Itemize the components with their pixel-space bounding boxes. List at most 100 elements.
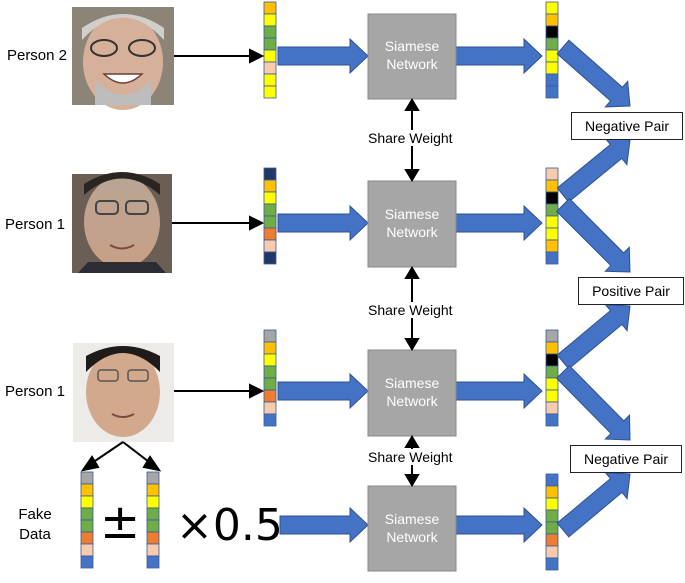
input-vector-1 bbox=[263, 1, 277, 99]
vector-cell bbox=[263, 227, 277, 241]
share-weight-label-3: Share Weight bbox=[368, 449, 453, 465]
vector-cell bbox=[263, 239, 277, 253]
vector-cell bbox=[263, 73, 277, 87]
vector-cell bbox=[263, 341, 277, 355]
to-network-arrow-1 bbox=[277, 37, 369, 75]
pair-arrow-1a bbox=[556, 39, 631, 108]
from-network-arrow-2 bbox=[455, 204, 543, 242]
vector-cell bbox=[263, 329, 277, 343]
vector-cell bbox=[80, 495, 94, 509]
vector-cell bbox=[146, 531, 160, 545]
vector-cell bbox=[545, 73, 559, 87]
vector-cell bbox=[146, 495, 160, 509]
to-network-arrow-2 bbox=[277, 204, 369, 242]
vector-cell bbox=[146, 543, 160, 557]
vector-cell bbox=[263, 37, 277, 51]
fake-vector-left bbox=[80, 471, 94, 569]
vector-cell bbox=[263, 215, 277, 229]
share-weight-connector-3 bbox=[404, 435, 420, 487]
vector-cell bbox=[545, 557, 559, 571]
negative-pair-label-bottom: Negative Pair bbox=[570, 445, 682, 473]
vector-cell bbox=[545, 49, 559, 63]
vector-cell bbox=[545, 401, 559, 415]
pair-arrow-1b bbox=[556, 137, 631, 203]
vector-cell bbox=[545, 329, 559, 343]
pair-arrow-3b bbox=[556, 471, 631, 538]
vector-cell bbox=[80, 471, 94, 485]
vector-cell bbox=[263, 13, 277, 27]
vector-cell bbox=[545, 167, 559, 181]
vector-cell bbox=[263, 191, 277, 205]
vector-cell bbox=[263, 203, 277, 217]
photo-person-1a bbox=[72, 172, 172, 273]
fake-vector-right bbox=[146, 471, 160, 569]
output-vector-4 bbox=[545, 473, 559, 571]
vector-cell bbox=[545, 413, 559, 427]
vector-cell bbox=[545, 203, 559, 217]
vector-cell bbox=[263, 179, 277, 193]
vector-cell bbox=[545, 533, 559, 547]
share-weight-label-1: Share Weight bbox=[368, 130, 453, 146]
vector-cell bbox=[545, 239, 559, 253]
pair-arrow-2b bbox=[556, 303, 631, 370]
pair-arrow-2a bbox=[555, 197, 631, 273]
vector-cell bbox=[545, 179, 559, 193]
photo-person-2 bbox=[72, 7, 174, 110]
vector-cell bbox=[80, 531, 94, 545]
vector-cell bbox=[263, 167, 277, 181]
vector-cell bbox=[146, 555, 160, 569]
vector-cell bbox=[263, 25, 277, 39]
vector-cell bbox=[545, 473, 559, 487]
negative-pair-label-top: Negative Pair bbox=[571, 112, 683, 140]
vector-cell bbox=[146, 519, 160, 533]
vector-cell bbox=[263, 401, 277, 415]
vector-cell bbox=[545, 37, 559, 51]
vector-cell bbox=[263, 353, 277, 367]
output-vector-2 bbox=[545, 167, 559, 265]
vector-cell bbox=[545, 61, 559, 75]
from-network-arrow-1 bbox=[455, 37, 543, 75]
vector-cell bbox=[545, 353, 559, 367]
vector-cell bbox=[545, 545, 559, 559]
vector-cell bbox=[80, 555, 94, 569]
vector-cell bbox=[545, 227, 559, 241]
scale-factor: ×0.5 bbox=[176, 500, 283, 551]
vector-cell bbox=[263, 389, 277, 403]
vector-cell bbox=[146, 471, 160, 485]
input-vector-3 bbox=[263, 329, 277, 427]
vector-cell bbox=[545, 1, 559, 15]
vector-cell bbox=[263, 413, 277, 427]
output-vector-1 bbox=[545, 1, 559, 99]
vector-cell bbox=[545, 251, 559, 265]
person-1-label-top: Person 1 bbox=[4, 216, 66, 233]
fake-data-label: Fake Data bbox=[18, 506, 52, 543]
vector-cell bbox=[545, 191, 559, 205]
vector-cell bbox=[545, 85, 559, 99]
vector-cell bbox=[80, 507, 94, 521]
vector-cell bbox=[263, 1, 277, 15]
vector-cell bbox=[263, 377, 277, 391]
vector-cell bbox=[146, 507, 160, 521]
pair-arrow-3a bbox=[555, 364, 631, 441]
vector-cell bbox=[263, 251, 277, 265]
vector-cell bbox=[80, 543, 94, 557]
vector-cell bbox=[545, 509, 559, 523]
output-vector-3 bbox=[545, 329, 559, 427]
input-vector-2 bbox=[263, 167, 277, 265]
photo-person-1b bbox=[73, 343, 174, 442]
positive-pair-label: Positive Pair bbox=[578, 277, 684, 305]
to-network-arrow-3 bbox=[277, 372, 369, 410]
vector-cell bbox=[545, 377, 559, 391]
share-weight-label-2: Share Weight bbox=[368, 302, 453, 318]
vector-cell bbox=[545, 389, 559, 403]
vector-cell bbox=[263, 85, 277, 99]
to-network-arrow-4 bbox=[279, 506, 369, 544]
vector-cell bbox=[545, 215, 559, 229]
plus-minus-sign: ± bbox=[100, 494, 141, 550]
